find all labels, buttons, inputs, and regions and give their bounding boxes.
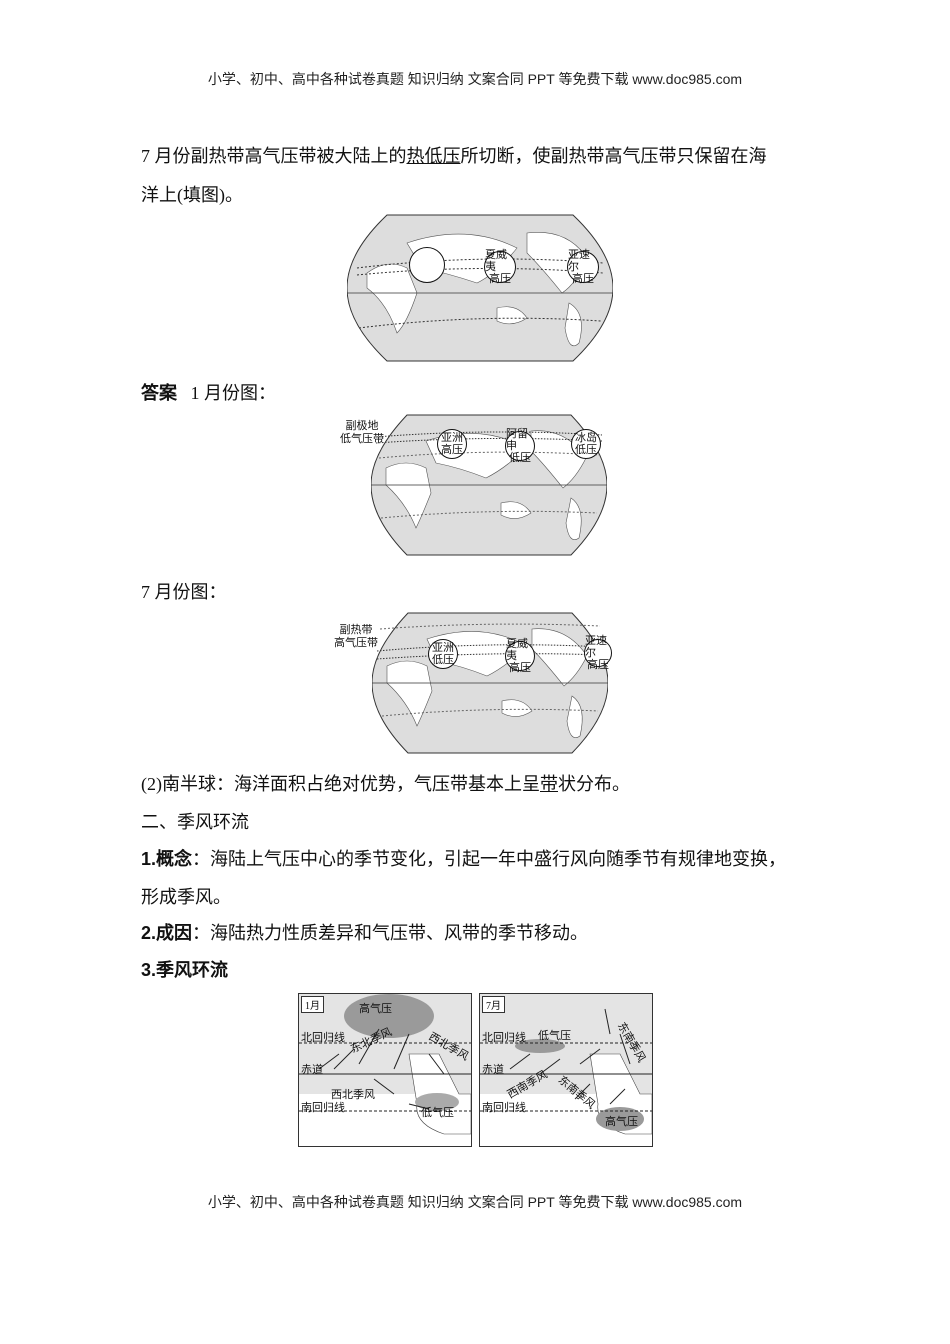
asia-low-circle: 亚洲低压 <box>428 639 458 669</box>
monsoon-map-july: 7月 低气压 北回归线 东南季风 赤道 西南季风 东南季风 南回归线 高气压 <box>479 993 653 1147</box>
low-pressure-label: 低气压 <box>538 1030 571 1042</box>
azores-high-circle-answer: 亚速尔高压 <box>584 635 612 671</box>
equator-label: 赤道 <box>301 1064 323 1076</box>
monsoon-map-january: 1月 高气压 北回归线 东北季风 西北季风 赤道 西北季风 南回归线 低气压 <box>298 993 472 1147</box>
asia-high-circle: 亚洲高压 <box>437 429 467 459</box>
blank-fill-circle[interactable] <box>409 247 445 283</box>
month-tag: 7月 <box>482 996 505 1013</box>
iceland-low-circle: 冰岛低压 <box>571 429 601 459</box>
tropic-capricorn-label: 南回归线 <box>482 1102 526 1114</box>
hawaii-high-circle: 夏威夷高压 <box>484 249 516 285</box>
tropic-cancer-label: 北回归线 <box>301 1032 345 1044</box>
intro-text-post: 所切断，使副热带高气压带只保留在海 <box>460 146 767 166</box>
low-pressure-label: 低气压 <box>421 1107 454 1119</box>
answer-label: 答案 <box>141 383 177 403</box>
answer-line: 答案 1 月份图： <box>141 378 276 408</box>
jul-caption: 7 月份图： <box>141 582 227 602</box>
month-tag: 1月 <box>301 996 324 1013</box>
intro-text: 7 月份副热带高气压带被大陆上的 <box>141 146 407 166</box>
equator-label: 赤道 <box>482 1064 504 1076</box>
intro-line-1: 7 月份副热带高气压带被大陆上的热低压所切断，使副热带高气压带只保留在海 <box>141 141 767 171</box>
concept-line-1: 1.概念：海陆上气压中心的季节变化，引起一年中盛行风向随季节有规律地变换， <box>141 849 787 869</box>
world-map-january: 亚洲高压 阿留申低压 冰岛低压 <box>371 413 607 557</box>
jan-side-label: 副极地低气压带 <box>340 420 384 445</box>
concept-label: 1.概念 <box>141 849 193 869</box>
jul-side-label: 副热带高气压带 <box>334 624 378 649</box>
concept-line-2: 形成季风。 <box>141 887 231 907</box>
cause-line: 2.成因：海陆热力性质差异和气压带、风带的季节移动。 <box>141 923 589 943</box>
tropic-cancer-label: 北回归线 <box>482 1032 526 1044</box>
azores-high-circle: 亚速尔高压 <box>567 249 599 285</box>
jan-caption: 1 月份图： <box>190 383 277 403</box>
answer-underlined: 热低压 <box>406 146 461 166</box>
monsoon-title: 3.季风环流 <box>141 960 229 980</box>
high-pressure-label: 高气压 <box>359 1003 392 1015</box>
cause-label: 2.成因 <box>141 923 193 943</box>
world-map-question: 夏威夷高压 亚速尔高压 <box>347 213 613 363</box>
tropic-capricorn-label: 南回归线 <box>301 1102 345 1114</box>
page-footer: 小学、初中、高中各种试卷真题 知识归纳 文案合同 PPT 等免费下载 www.d… <box>207 1194 743 1210</box>
southern-underlined: 带 <box>540 774 558 794</box>
page-header: 小学、初中、高中各种试卷真题 知识归纳 文案合同 PPT 等免费下载 www.d… <box>207 71 743 87</box>
intro-line-2: 洋上(填图)。 <box>141 185 243 205</box>
aleutian-low-circle: 阿留申低压 <box>505 428 535 464</box>
high-pressure-label: 高气压 <box>605 1116 638 1128</box>
southern-hemisphere-line: (2)南半球：海洋面积占绝对优势，气压带基本上呈带状分布。 <box>141 774 630 794</box>
world-map-july: 亚洲低压 夏威夷高压 亚速尔高压 <box>372 611 612 755</box>
section-2-title: 二、季风环流 <box>141 812 249 832</box>
wind-label: 西北季风 <box>331 1089 375 1101</box>
hawaii-high-circle-answer: 夏威夷高压 <box>505 638 535 674</box>
